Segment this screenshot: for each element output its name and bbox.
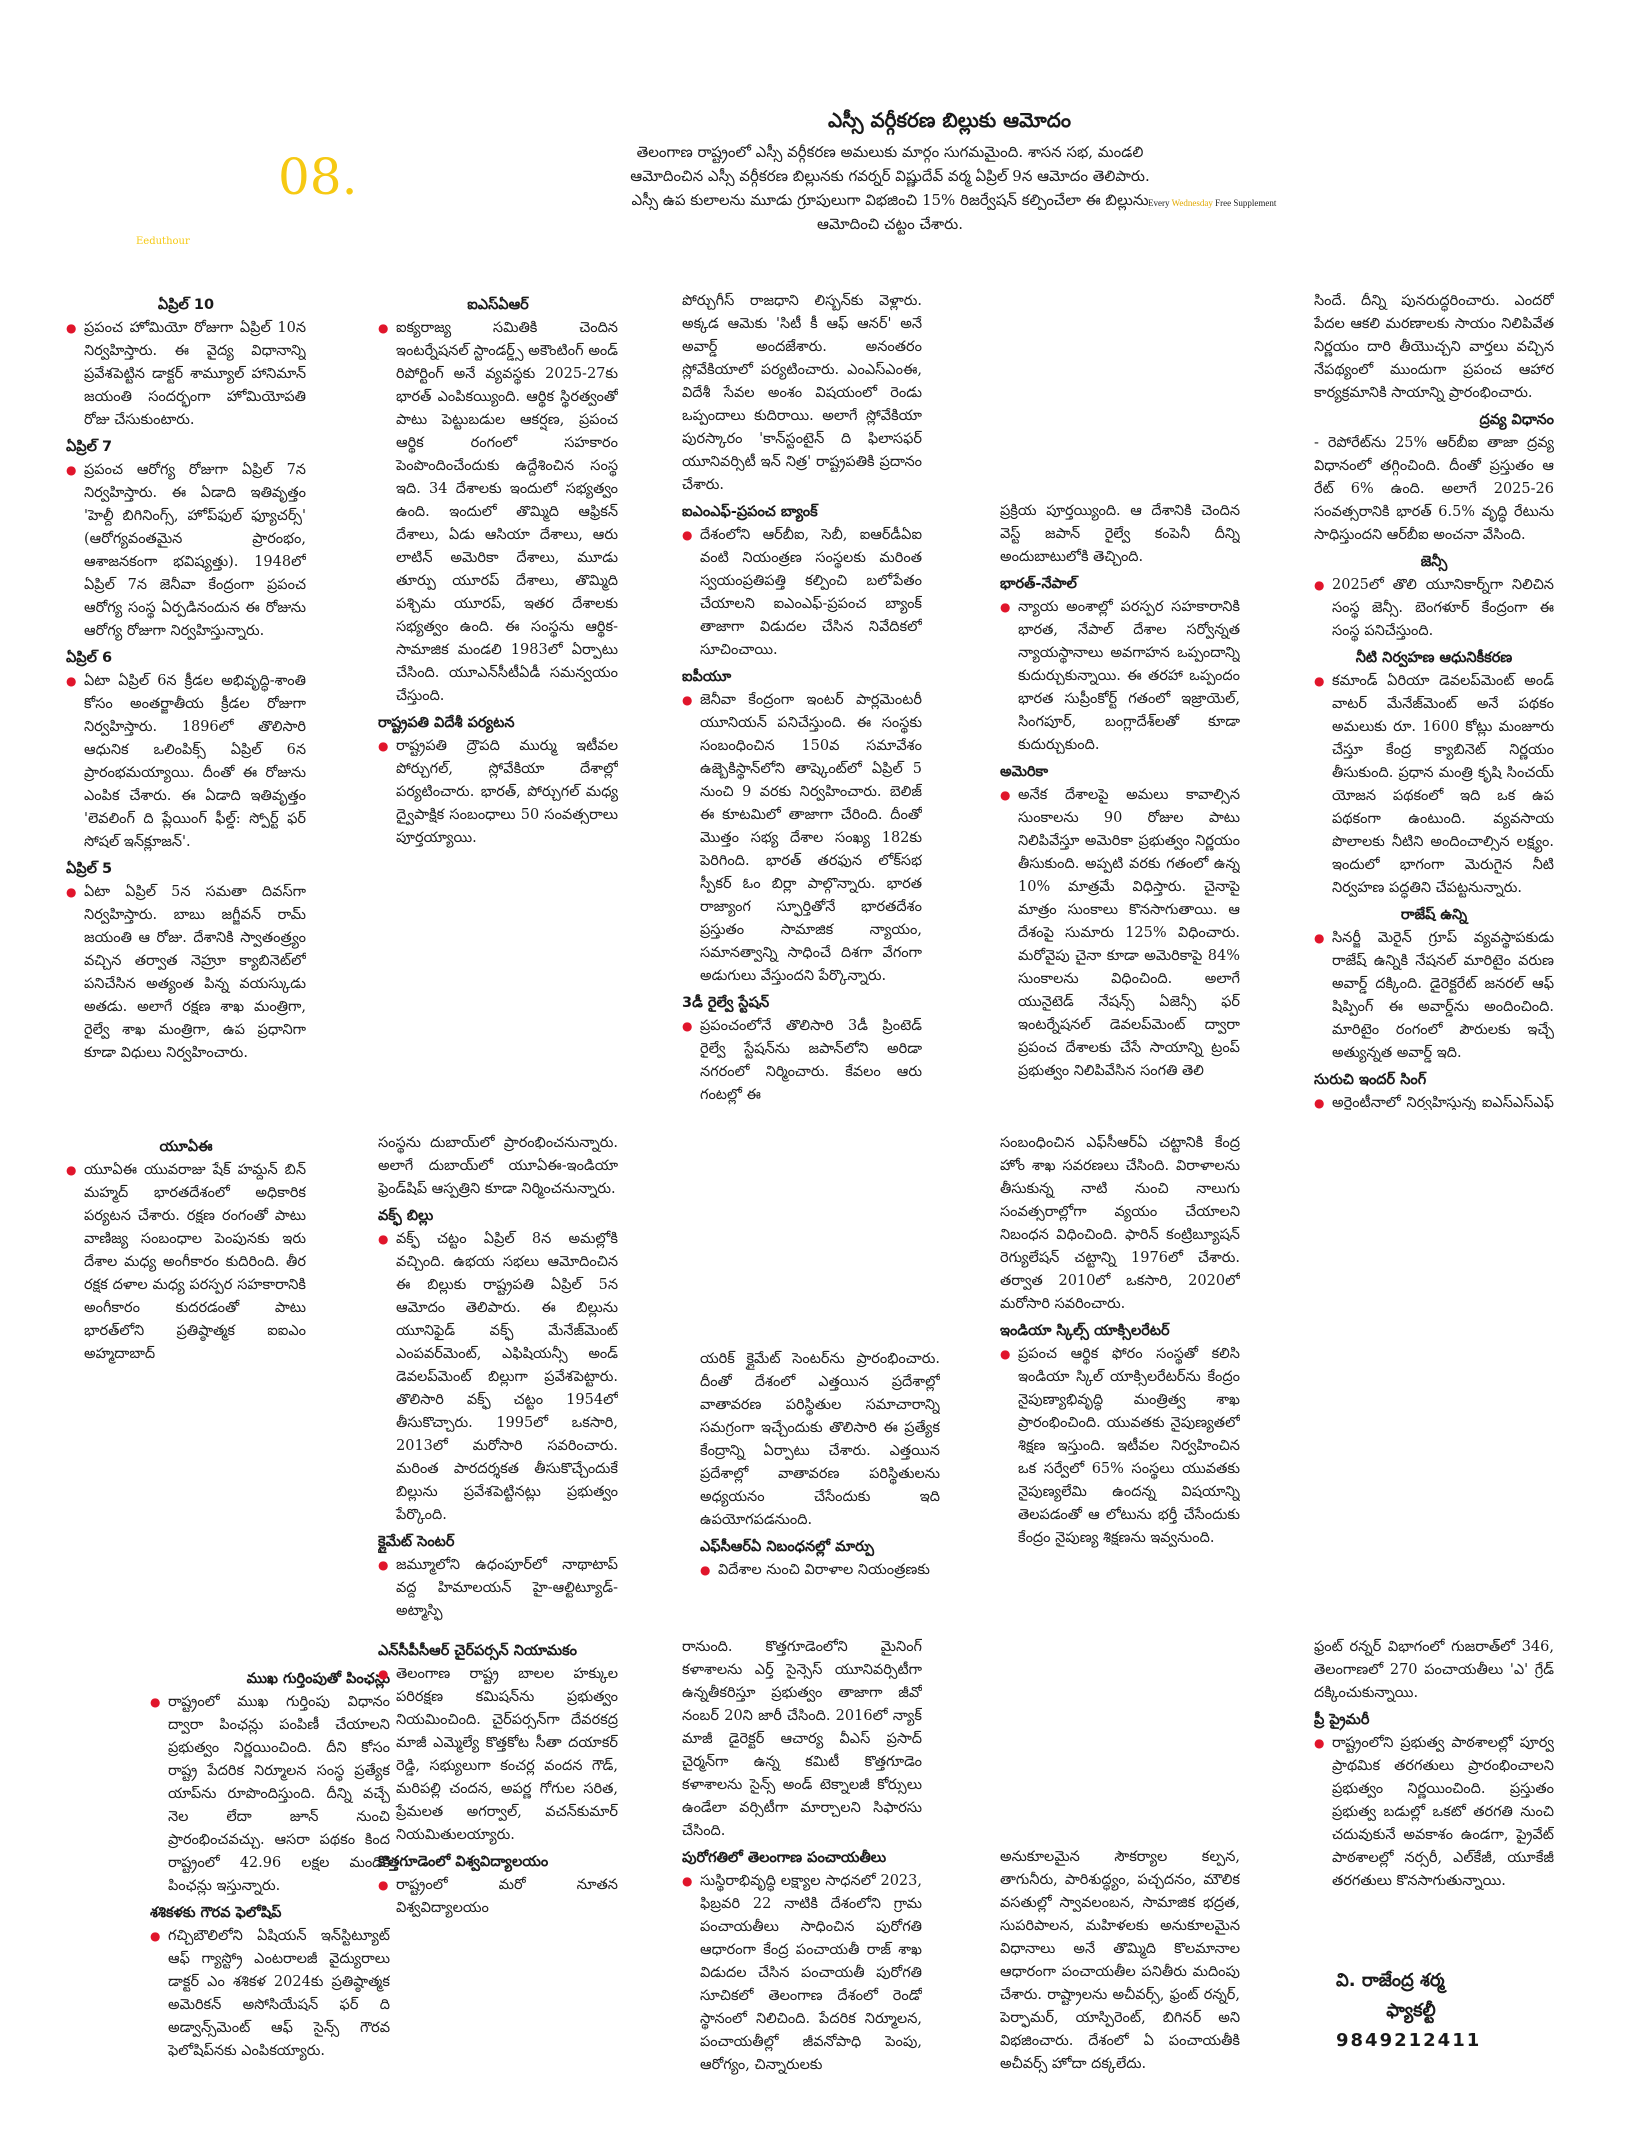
text-column: ఫ్రంట్ రన్నర్ విభాగంలో గుజరాత్‌లో 346, త… [1314, 1636, 1554, 1893]
bullet-paragraph: సినర్జీ మెరైన్ గ్రూప్ వ్యవస్థాపకుడు రాజే… [1314, 927, 1554, 1065]
section-heading: పురోగతిలో తెలంగాణ పంచాయతీలు [682, 1850, 887, 1866]
section-heading: రాష్ట్రపతి విదేశీ పర్యటన [378, 715, 515, 731]
section-heading: భారత్-నేపాల్ [1000, 576, 1077, 592]
bullet-paragraph: విదేశాల నుంచి విరాళాల నియంత్రణకు [700, 1559, 940, 1582]
section-heading: ప్రీ ప్రైమరీ [1314, 1712, 1370, 1728]
bullet-paragraph: జెనీవా కేంద్రంగా ఇంటర్ పార్లమెంటరీ యూనియ… [682, 689, 922, 988]
section-heading: జెన్సీ [1420, 554, 1448, 570]
section-heading: నీటి నిర్వహణ ఆధునికీకరణ [1355, 650, 1513, 666]
bullet-paragraph: రాష్ట్రంలోని ప్రభుత్వ పాఠశాలల్లో పూర్వ ప… [1314, 1732, 1554, 1893]
supplement-note: Every Wednesday Free Supplement [1148, 198, 1276, 208]
bullet-paragraph: ప్రపంచంలోనే తొలిసారి 3డీ ప్రింటెడ్ రైల్వ… [682, 1015, 922, 1107]
bullet-paragraph: తెలంగాణ రాష్ట్ర బాలల హక్కుల పరిరక్షణ కమి… [378, 1663, 618, 1847]
text-column: సంస్థను దుబాయ్‌లో ప్రారంభించనున్నారు. అల… [378, 1132, 618, 1623]
bullet-paragraph: ప్రపంచ ఆర్థిక ఫోరం సంస్థతో కలిసి ఇండియా … [1000, 1343, 1240, 1550]
paragraph: ప్రక్రియ పూర్తయ్యింది. ఆ దేశానికి చెందిన… [1000, 503, 1240, 565]
bullet-paragraph: అర్జెంటీనాలో నిర్వహిస్తున్న ఐఎస్ఎస్ఎఫ్ ప… [1314, 1092, 1554, 1110]
section-heading: ఏప్రిల్ 10 [157, 297, 215, 313]
section-heading: అమెరికా [1000, 764, 1049, 780]
section-heading: కొత్తగూడెంలో విశ్వవిద్యాలయం [378, 1854, 549, 1870]
paragraph: అనుకూలమైన సౌకర్యాల కల్పన, తాగునీరు, పారి… [1000, 1849, 1240, 2072]
text-column: ఐఎస్ఏఆర్ ఐక్యరాజ్య సమితికి చెందిన ఇంటర్నే… [378, 290, 618, 850]
bullet-paragraph: గచ్చిబౌలిలోని ఏషియన్ ఇన్‌స్టిట్యూట్ ఆఫ్ … [150, 1925, 390, 2063]
text-column: యరిక్ క్లైమేట్ సెంటర్‌ను ప్రారంభించారు. … [700, 1348, 940, 1582]
section-heading: రాజేష్ ఉన్ని [1400, 907, 1468, 923]
byline-name: వి. రాజేంద్ర శర్మ [1336, 1970, 1445, 1991]
lead-paragraph: తెలంగాణ రాష్ట్రంలో ఎస్సీ వర్గీకరణ అమలుకు… [630, 143, 1150, 233]
section-heading: ఇండియా స్కిల్స్ యాక్సిలరేటర్ [1000, 1323, 1170, 1339]
text-column: ప్రక్రియ పూర్తయ్యింది. ఆ దేశానికి చెందిన… [1000, 500, 1240, 1083]
section-heading: సురుచి ఇందర్ సింగ్ [1314, 1072, 1427, 1088]
bullet-paragraph: సుస్థిరాభివృద్ధి లక్ష్యాల సాధనలో 2023, ఫ… [682, 1870, 922, 2077]
paragraph: సిందే. దీన్ని పునరుద్ధరించారు. ఎందరో పేద… [1314, 293, 1554, 401]
bullet-paragraph: న్యాయ అంశాల్లో పరస్పర సహకారానికి భారత, న… [1000, 596, 1240, 757]
section-heading: ఎఫ్‌సీఆర్‌ఏ నిబంధనల్లో మార్పు [700, 1539, 874, 1555]
paragraph: పోర్చుగీస్ రాజధాని లిస్బన్‌కు వెళ్లారు. … [682, 293, 922, 493]
headline: ఎస్సీ వర్గీకరణ బిల్లుకు ఆమోదం [828, 108, 1071, 132]
section-heading: 3డీ రైల్వే స్టేషన్ [682, 995, 770, 1011]
paragraph: - రెపోరేట్‌ను 25% ఆర్‌బీఐ తాజా ద్రవ్య వి… [1314, 435, 1554, 543]
paragraph: యరిక్ క్లైమేట్ సెంటర్‌ను ప్రారంభించారు. … [700, 1351, 940, 1528]
bullet-paragraph: రాష్ట్రంలో మరో నూతన విశ్వవిద్యాలయం [378, 1874, 618, 1920]
text-column: యూఏఈ యూఏఈ యువరాజు షేక్ హమ్దన్ బిన్ మహ్మద్… [66, 1132, 306, 1366]
bullet-paragraph: వక్ఫ్ చట్టం ఏప్రిల్ 8న అమల్లోకి వచ్చింది… [378, 1228, 618, 1527]
bullet-paragraph: ప్రపంచ ఆరోగ్య రోజుగా ఏప్రిల్ 7న నిర్వహిస… [66, 459, 306, 643]
bullet-paragraph: రాష్ట్రపతి ద్రౌపది ముర్ము ఇటీవల పోర్చుగల… [378, 735, 618, 850]
paragraph: సంబంధించిన ఎఫ్‌సీఆర్‌ఏ చట్టానికి కేంద్ర … [1000, 1135, 1240, 1312]
supplement-pre: Every [1148, 198, 1170, 208]
section-heading: క్లైమేట్ సెంటర్ [378, 1534, 455, 1550]
text-column: ముఖ గుర్తింపుతో పింఛన్లు రాష్ట్రంలో ముఖ గ… [150, 1664, 390, 2063]
bullet-paragraph: దేశంలోని ఆర్‌బీఐ, సెబీ, ఐఆర్‌డీఏఐ వంటి న… [682, 524, 922, 662]
page-number: 08. [278, 148, 358, 206]
text-column: అనుకూలమైన సౌకర్యాల కల్పన, తాగునీరు, పారి… [1000, 1846, 1240, 2076]
section-heading: వక్ఫ్ బిల్లు [378, 1208, 434, 1224]
paragraph: ఫ్రంట్ రన్నర్ విభాగంలో గుజరాత్‌లో 346, త… [1314, 1639, 1554, 1701]
text-column: రానుంది. కొత్తగూడెంలోని మైనింగ్ కళాశాలను… [682, 1636, 922, 2077]
bullet-paragraph: రాష్ట్రంలో ముఖ గుర్తింపు విధానం ద్వారా ప… [150, 1691, 390, 1898]
bullet-paragraph: కమాండ్ ఏరియా డెవలప్‌మెంట్ అండ్ వాటర్ మేన… [1314, 670, 1554, 900]
supplement-day: Wednesday [1171, 198, 1213, 208]
section-heading: ఎన్‌సీపీసీఆర్ చైర్‌పర్సన్ నియామకం [378, 1643, 578, 1659]
text-column: పోర్చుగీస్ రాజధాని లిస్బన్‌కు వెళ్లారు. … [682, 290, 922, 1107]
bullet-paragraph: ఏటా ఏప్రిల్ 6న క్రీడల అభివృద్ధి-శాంతి కో… [66, 670, 306, 854]
bullet-paragraph: అనేక దేశాలపై అమలు కావాల్సిన సుంకాలను 90 … [1000, 784, 1240, 1083]
section-heading: యూఏఈ [159, 1139, 213, 1155]
bullet-paragraph: జమ్మూలోని ఉధంపూర్‌లో నాథాటాప్ వద్ద హిమాల… [378, 1554, 618, 1623]
byline: వి. రాజేంద్ర శర్మ ఫ్యాకల్టీ 9849212411 [1336, 1966, 1556, 2056]
edu-tag: Eeduthour [136, 236, 190, 247]
byline-phone: 9849212411 [1336, 2030, 1482, 2051]
bullet-paragraph: ప్రపంచ హోమియో రోజుగా ఏప్రిల్ 10న నిర్వహి… [66, 317, 306, 432]
section-heading: ఏప్రిల్ 5 [66, 861, 113, 877]
text-column: ఏప్రిల్ 10 ప్రపంచ హోమియో రోజుగా ఏప్రిల్ 1… [66, 290, 306, 1065]
bullet-paragraph: యూఏఈ యువరాజు షేక్ హమ్దన్ బిన్ మహ్మద్ భార… [66, 1159, 306, 1366]
paragraph: సంస్థను దుబాయ్‌లో ప్రారంభించనున్నారు. అల… [378, 1135, 618, 1197]
section-heading: ముఖ గుర్తింపుతో పింఛన్లు [246, 1671, 390, 1687]
bullet-paragraph: 2025లో తొలి యూనికార్న్‌గా నిలిచిన సంస్థ … [1314, 574, 1554, 643]
section-heading: ఐపీయూ [682, 669, 732, 685]
bullet-paragraph: ఐక్యరాజ్య సమితికి చెందిన ఇంటర్నేషనల్ స్ట… [378, 317, 618, 708]
section-heading: శశికళకు గౌరవ ఫెలోషిప్ [150, 1905, 282, 1921]
text-column: సిందే. దీన్ని పునరుద్ధరించారు. ఎందరో పేద… [1314, 290, 1554, 1110]
section-heading: ఐఎస్ఏఆర్ [467, 297, 529, 313]
paragraph: రానుంది. కొత్తగూడెంలోని మైనింగ్ కళాశాలను… [682, 1639, 922, 1839]
text-column: సంబంధించిన ఎఫ్‌సీఆర్‌ఏ చట్టానికి కేంద్ర … [1000, 1132, 1240, 1550]
text-column: ఎన్‌సీపీసీఆర్ చైర్‌పర్సన్ నియామకం తెలంగాణ… [378, 1636, 618, 1920]
bullet-paragraph: ఏటా ఏప్రిల్ 5న సమతా దివస్‌గా నిర్వహిస్తా… [66, 881, 306, 1065]
section-heading: ఐఎంఎఫ్-ప్రపంచ బ్యాంక్ [682, 504, 818, 520]
section-heading: ఏప్రిల్ 6 [66, 650, 113, 666]
supplement-post: Free Supplement [1215, 198, 1277, 208]
section-heading: ఏప్రిల్ 7 [66, 439, 113, 455]
byline-role: ఫ్యాకల్టీ [1386, 2000, 1436, 2021]
section-heading: ద్రవ్య విధానం [1479, 412, 1554, 428]
